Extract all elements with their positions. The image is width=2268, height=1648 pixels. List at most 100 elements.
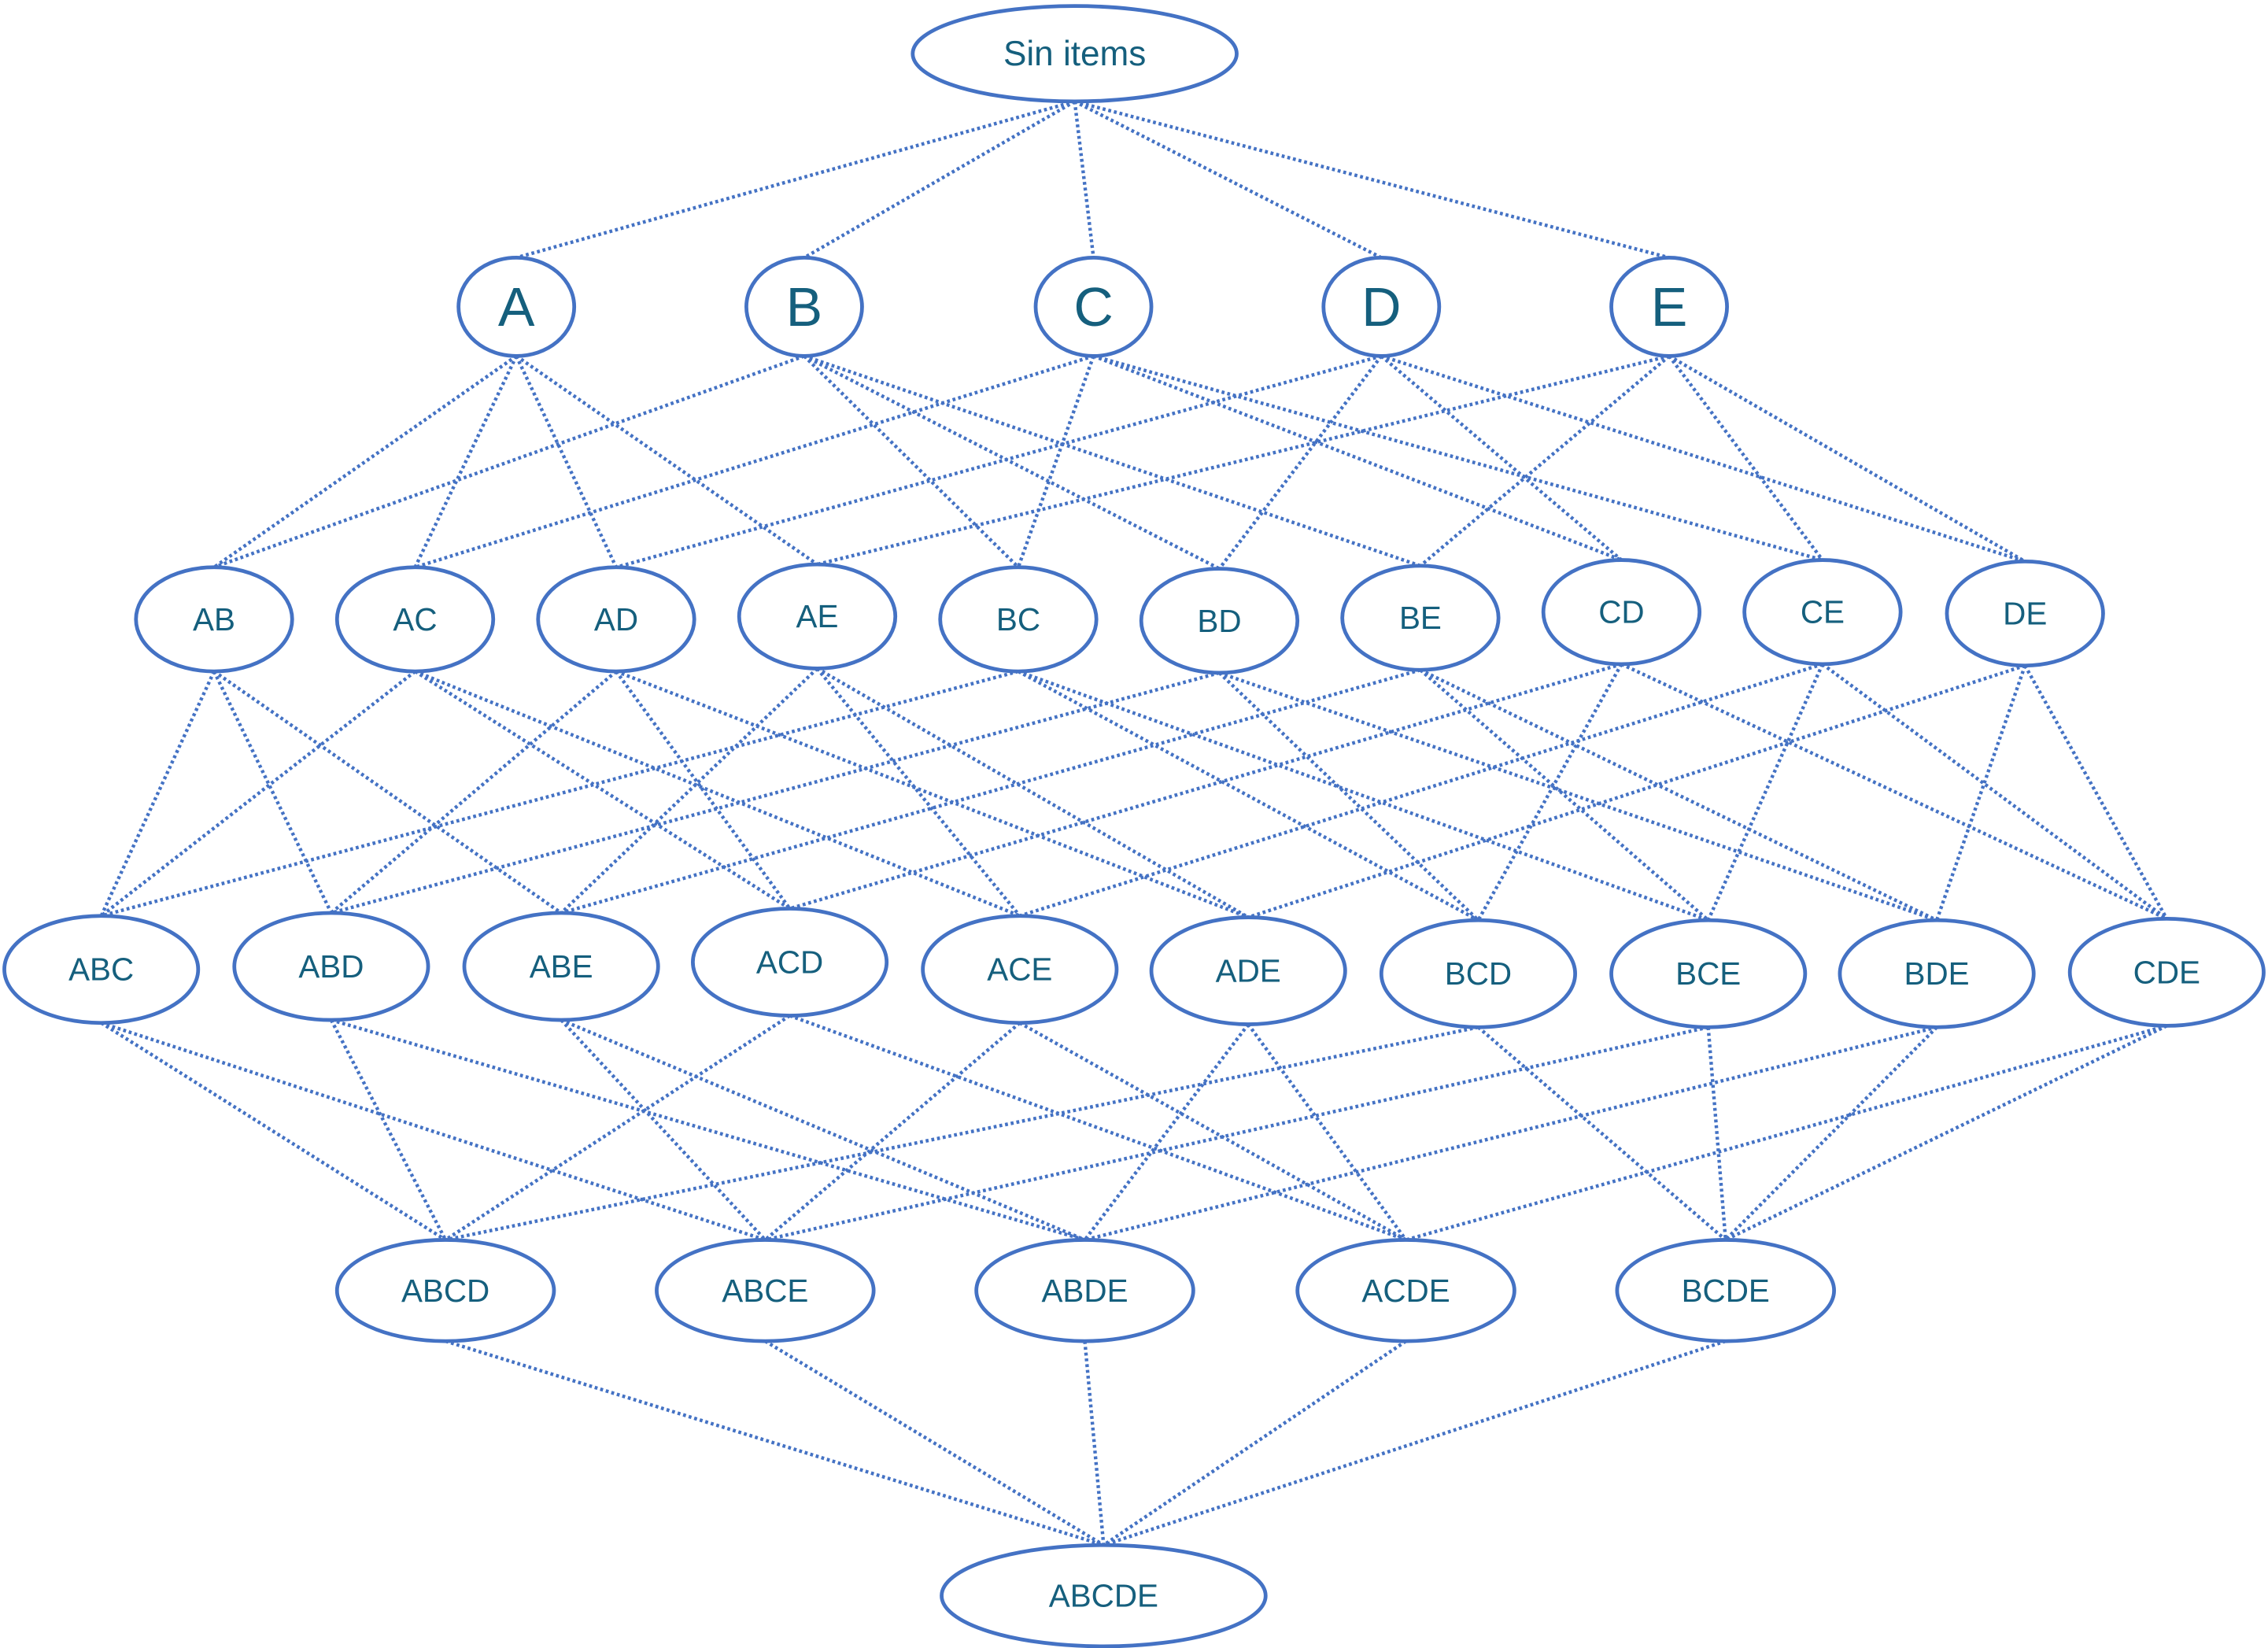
node-label: AD <box>594 601 638 637</box>
edge-E-AE <box>816 354 1670 567</box>
edge-BCD-ABCD <box>445 1025 1479 1242</box>
edge-ABD-ABCD <box>329 1019 448 1241</box>
edge-CD-CDE <box>1620 662 2168 921</box>
node-label: AE <box>796 598 839 634</box>
edge-C-CD <box>1092 354 1623 562</box>
edge-ADE-ACDE <box>1247 1023 1408 1241</box>
node-ellipse <box>2 914 201 1025</box>
node-ellipse <box>1379 918 1577 1029</box>
node-label: BCD <box>1445 955 1512 992</box>
edge-AE-ACE <box>815 667 1021 918</box>
edge-BCD-BCDE <box>1477 1025 1727 1242</box>
node-label: ABCDE <box>1049 1578 1158 1614</box>
edge-BCDE-ABCDE <box>1103 1339 1727 1547</box>
edge-E-BE <box>1419 354 1671 567</box>
node-BD: BD <box>1139 567 1300 675</box>
node-ellipse <box>1742 558 1903 667</box>
edge-BC-BCD <box>1017 670 1479 922</box>
edge-DE-CDE <box>2023 664 2169 920</box>
node-label: BCDE <box>1682 1273 1770 1309</box>
node-ABD: ABD <box>232 911 430 1022</box>
node-label: ACD <box>756 944 823 981</box>
edge-ABCE-ABCDE <box>764 1339 1105 1547</box>
node-label: BC <box>996 601 1040 637</box>
node-ellipse <box>462 911 660 1022</box>
edge-ACE-ACDE <box>1018 1021 1407 1242</box>
node-empty-set: Sin items <box>911 4 1239 104</box>
edge-BC-BCE <box>1018 670 1709 922</box>
node-label: CE <box>1801 594 1845 630</box>
node-ellipse <box>1321 256 1442 358</box>
node-ADE: ADE <box>1149 915 1347 1026</box>
node-ellipse <box>1033 256 1154 358</box>
edge-ACE-ABCE <box>763 1022 1021 1242</box>
edge-empty-A <box>515 99 1076 260</box>
node-label: ABC <box>68 951 134 988</box>
node-label: ABE <box>530 948 593 985</box>
node-ABDE: ABDE <box>974 1238 1195 1343</box>
node-ellipse <box>1295 1238 1516 1343</box>
edge-D-DE <box>1380 354 2026 563</box>
node-A: A <box>456 256 577 358</box>
edge-A-AC <box>413 355 519 568</box>
edge-ABDE-ABCDE <box>1083 1340 1106 1546</box>
node-ABE: ABE <box>462 911 660 1022</box>
node-ellipse <box>1340 563 1501 672</box>
edge-ACDE-ABCDE <box>1103 1339 1407 1547</box>
node-label: AB <box>193 601 235 637</box>
node-ellipse <box>938 565 1099 674</box>
node-ellipse <box>691 907 889 1018</box>
node-ellipse <box>456 256 577 358</box>
node-ABCDE: ABCDE <box>940 1543 1268 1648</box>
node-BCDE: BCDE <box>1615 1238 1836 1343</box>
node-ellipse <box>1615 1238 1836 1343</box>
node-CE: CE <box>1742 558 1903 667</box>
edge-ABE-ABCE <box>560 1018 766 1241</box>
edge-AB-ABE <box>212 670 563 915</box>
node-BDE: BDE <box>1838 918 2036 1029</box>
node-ellipse <box>911 4 1239 104</box>
node-label: DE <box>2003 596 2047 632</box>
node-ellipse <box>1149 915 1347 1026</box>
edge-B-AB <box>213 354 805 569</box>
edge-BDE-ABDE <box>1084 1025 1937 1242</box>
node-ellipse <box>134 565 294 674</box>
node-label: ABCD <box>401 1273 489 1309</box>
node-label: BDE <box>1904 955 1970 992</box>
edge-ABCD-ABCDE <box>445 1339 1105 1547</box>
edge-BD-BCD <box>1217 671 1479 922</box>
edge-empty-C <box>1073 101 1095 258</box>
edge-A-AD <box>515 355 618 568</box>
edge-BE-ABE <box>560 668 1421 915</box>
node-DE: DE <box>1945 560 2105 668</box>
node-ellipse <box>1541 558 1702 667</box>
node-AB: AB <box>134 565 294 674</box>
edge-ABE-ABDE <box>560 1018 1086 1242</box>
node-ellipse <box>744 256 864 358</box>
edge-CD-BCD <box>1476 663 1623 922</box>
edge-ACD-ABCD <box>444 1014 791 1242</box>
edge-AB-ABC <box>99 671 216 917</box>
node-label: ABCE <box>722 1273 808 1309</box>
node-label: BCE <box>1675 955 1741 992</box>
edge-CE-CDE <box>1821 663 2168 921</box>
edge-BE-BCE <box>1419 668 1710 922</box>
node-ellipse <box>334 565 496 674</box>
node-ellipse <box>1609 918 1808 1029</box>
node-label: C <box>1073 276 1113 338</box>
edge-E-CE <box>1668 355 1824 561</box>
edge-ABC-ABCD <box>100 1021 447 1242</box>
edge-DE-BDE <box>1935 665 2027 921</box>
edge-C-BC <box>1016 355 1095 568</box>
edge-BDE-BCDE <box>1724 1025 1938 1241</box>
edge-D-CD <box>1380 354 1623 562</box>
node-label: ADE <box>1216 953 1281 989</box>
node-ellipse <box>1945 560 2105 668</box>
edge-AE-ADE <box>816 667 1250 919</box>
edge-B-BD <box>803 354 1221 571</box>
edge-AB-ABD <box>212 671 333 915</box>
edge-empty-E <box>1074 99 1670 260</box>
node-ellipse <box>655 1238 876 1343</box>
node-ABCD: ABCD <box>334 1238 556 1343</box>
